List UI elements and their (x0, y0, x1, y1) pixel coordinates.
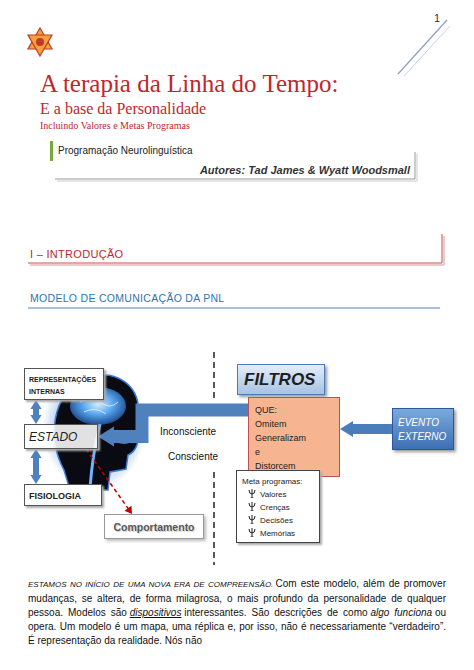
node-text: FILTROS (244, 370, 315, 389)
corner-line (404, 26, 450, 76)
arrow-head (98, 427, 114, 447)
arrow-head (340, 421, 353, 437)
shadow-line (416, 154, 418, 181)
arrow-head (30, 449, 41, 458)
connector-line (111, 410, 248, 437)
text-row: Valores (242, 487, 314, 500)
paragraph-text: ESTAMOS NO INÍCIO DE UMA NOVA ERA DE COM… (28, 580, 273, 589)
connector-arrow (340, 421, 392, 437)
state-box: ESTADO (24, 424, 98, 449)
node-text: FISIOLOGIA (29, 491, 81, 501)
heading-rule (28, 263, 442, 264)
arrow-head (30, 400, 41, 409)
level-label: Consciente (168, 451, 218, 462)
psi-bullet (248, 528, 256, 537)
node-text: Meta programas: (242, 477, 302, 486)
filter-action-box: QUE: Omitem Generalizam e Distorcem (248, 397, 340, 477)
text-row: Comportamento (109, 519, 199, 534)
node-text: Memórias (260, 529, 295, 538)
text-row: ESTADO (29, 428, 93, 445)
node-text: REPRESENTAÇÕES INTERNAS (29, 376, 96, 395)
heading-rule (28, 308, 440, 309)
heading-rule (442, 234, 443, 263)
connector-arrow (30, 449, 41, 484)
section-heading: I – INTRODUÇÃO (30, 248, 123, 260)
text-row: REPRESENTAÇÕES INTERNAS (29, 372, 99, 396)
arrow-head (124, 506, 132, 514)
rule-line (55, 179, 415, 180)
psi-bullet (248, 515, 256, 524)
body-paragraph: ESTAMOS NO INÍCIO DE UMA NOVA ERA DE COM… (28, 577, 446, 648)
subject-label: Programação Neurolinguística (58, 145, 193, 156)
level-label: Inconsciente (160, 426, 216, 437)
metaprogram-box: Meta programas: ValoresCrençasDecisõesMem… (236, 470, 320, 543)
green-bar (50, 141, 53, 161)
text-row: EVENTO EXTERNO (398, 415, 448, 443)
psi-bullet (248, 502, 256, 511)
subtitle: E a base da Personalidade (40, 100, 206, 118)
connector-line (33, 456, 39, 477)
rule-line (415, 152, 416, 179)
node-text: EVENTO EXTERNO (398, 417, 446, 442)
star-icon (28, 28, 52, 56)
text-row: Decisões (242, 513, 314, 526)
subtitle-note: Incluindo Valores e Metas Programas (40, 120, 190, 131)
document-title: A terapia da Linha do Tempo: (40, 70, 338, 98)
concept-box: FISIOLOGIA (24, 484, 102, 506)
arrow-head (30, 415, 41, 424)
text-row: Crenças (242, 500, 314, 513)
shadow-line (443, 236, 445, 265)
behavior-box: Comportamento (104, 514, 204, 539)
filter-box: FILTROS (237, 364, 325, 395)
shadow-line (57, 180, 417, 182)
shadow-line (30, 264, 444, 266)
corner-line (398, 20, 447, 74)
node-text: Crenças (260, 503, 290, 512)
text-row: QUE: Omitem Generalizam e Distorcem (255, 402, 333, 472)
separator-line (213, 472, 215, 565)
paragraph-text: dispositivos (130, 607, 182, 618)
event-box: EVENTO EXTERNO (392, 408, 454, 450)
connector-arrow (30, 400, 41, 424)
page-number: 1 (434, 12, 440, 24)
text-row: FISIOLOGIA (29, 488, 97, 502)
node-text: Valores (260, 490, 287, 499)
node-text: Comportamento (113, 521, 194, 533)
node-text: QUE: Omitem Generalizam e Distorcem (255, 405, 306, 471)
separator-line (213, 352, 215, 398)
node-text: ESTADO (29, 430, 77, 444)
node-text: Decisões (260, 516, 293, 525)
paragraph-text: interessantes. São descrições de como (184, 607, 367, 618)
text-row: Meta programas: (242, 474, 314, 487)
arrow-head (30, 475, 41, 484)
authors-line: Autores: Tad James & Wyatt Woodsmall (150, 164, 410, 176)
psi-bullet (248, 489, 256, 498)
section-heading: MODELO DE COMUNICAÇÃO DA PNL (30, 292, 225, 304)
text-row: Memórias (242, 526, 314, 539)
paragraph-text: algo funciona (370, 607, 432, 618)
concept-box: REPRESENTAÇÕES INTERNAS (24, 368, 104, 400)
text-row: FILTROS (244, 369, 318, 390)
connector-line (350, 424, 392, 434)
connector-arrow (98, 410, 248, 446)
